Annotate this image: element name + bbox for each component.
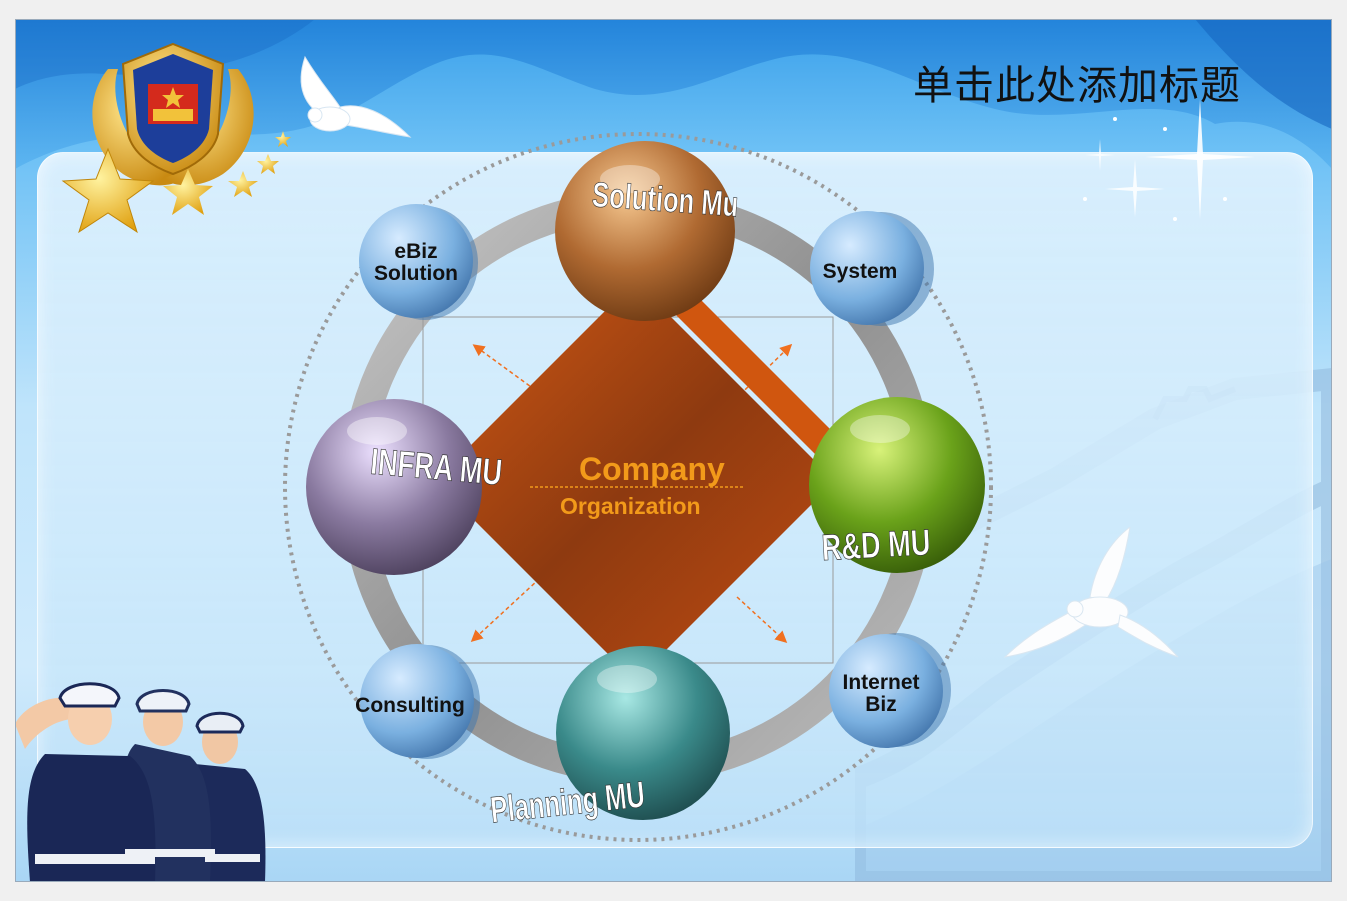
- satellite-bottom-right-label: Internet Biz: [826, 672, 936, 716]
- slide: 单击此处添加标题: [15, 19, 1332, 882]
- ball-bottom[interactable]: [556, 646, 730, 820]
- satellite-bottom-right-line1: Internet: [842, 671, 920, 694]
- satellite-bottom-right[interactable]: [829, 633, 951, 748]
- arrow-bottom-right: [736, 596, 788, 644]
- satellite-top-left-line1: eBiz: [394, 240, 438, 263]
- center-title: Company: [579, 451, 725, 487]
- dove-icon: [300, 55, 412, 138]
- ball-right-label: R&D MU: [821, 522, 932, 569]
- sparkles-decoration: [1083, 99, 1255, 221]
- satellite-bottom-right-line2: Biz: [865, 693, 897, 716]
- ball-bottom-label: Planning MU: [488, 773, 646, 831]
- satellite-bottom-left[interactable]: [360, 644, 480, 759]
- ball-left[interactable]: [306, 399, 482, 575]
- police-officers-illustration: [15, 682, 266, 882]
- outer-dotted-ring: [283, 132, 993, 842]
- ball-right[interactable]: [809, 397, 985, 573]
- slide-title[interactable]: 单击此处添加标题: [913, 63, 1241, 109]
- diamond-side: [670, 269, 835, 474]
- center-diamond: [435, 281, 835, 681]
- satellite-bottom-left-label: Consulting: [355, 694, 465, 717]
- ball-top[interactable]: [555, 141, 735, 321]
- satellite-top-right-label: System: [822, 260, 898, 283]
- satellite-top-left-line2: Solution: [374, 262, 458, 285]
- satellite-top-left-label: eBiz Solution: [361, 241, 471, 285]
- dove-icon: [1003, 527, 1179, 658]
- center-subtitle: Organization: [560, 493, 701, 519]
- satellite-top-left[interactable]: [359, 204, 478, 320]
- organization-diagram: Solution Mu R&D MU Planning MU INFRA MU: [283, 132, 993, 842]
- police-emblem-icon: [61, 42, 291, 234]
- satellite-top-right[interactable]: [810, 211, 934, 326]
